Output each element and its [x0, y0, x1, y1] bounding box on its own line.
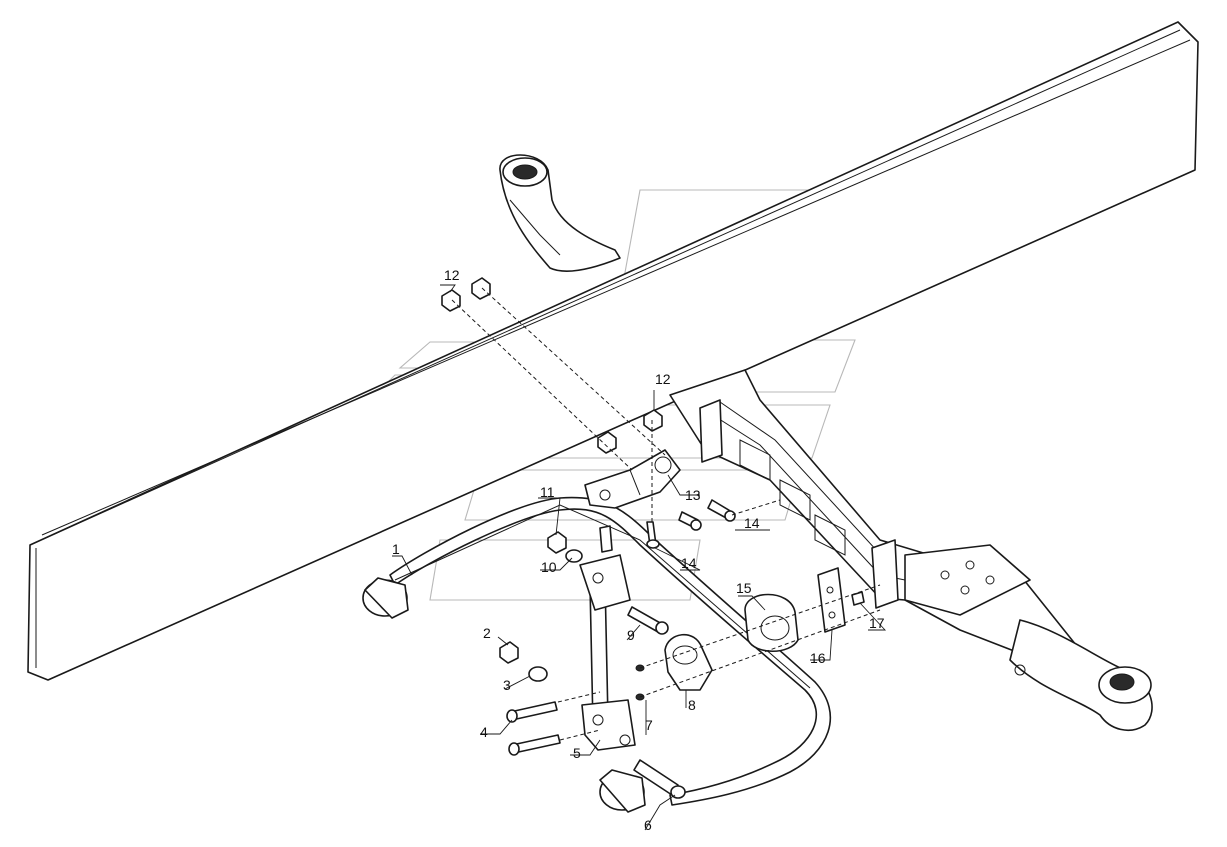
assembly-lines: [451, 287, 881, 741]
label-part-8: 8: [688, 697, 696, 713]
bushing-clamp: [664, 633, 713, 691]
label-part-3: 3: [503, 677, 511, 693]
label-part-12-right: 12: [655, 371, 671, 387]
label-part-11: 11: [540, 484, 555, 500]
label-part-6: 6: [644, 817, 652, 833]
label-part-17: 17: [869, 615, 885, 631]
stabilizer-link: [579, 554, 636, 751]
label-part-7: 7: [645, 717, 653, 733]
part-labels: 1 2 3 4 5 6 7 8 9 10 11 12 12 13 14 14 1…: [392, 267, 885, 833]
stabilizer-bar: [362, 496, 832, 813]
label-part-9: 9: [627, 627, 635, 643]
upper-spring-bracket: [499, 154, 621, 272]
label-part-14-right: 14: [744, 515, 760, 531]
label-part-2: 2: [483, 625, 491, 641]
frame-side-rail: [27, 21, 1199, 681]
label-part-10: 10: [541, 559, 557, 575]
axle-beam: [669, 369, 1153, 731]
label-part-15: 15: [736, 580, 752, 596]
label-part-13: 13: [685, 487, 701, 503]
leader-lines: [392, 284, 887, 831]
label-part-4: 4: [480, 724, 488, 740]
label-part-16: 16: [810, 650, 826, 666]
label-part-1: 1: [392, 541, 400, 557]
rubber-bushing: [744, 593, 799, 652]
shim-plate: [817, 567, 846, 633]
label-part-5: 5: [573, 745, 581, 761]
label-part-14-lower: 14: [681, 555, 697, 571]
upper-link-bracket: [584, 449, 681, 509]
label-part-12-top: 12: [444, 267, 460, 283]
